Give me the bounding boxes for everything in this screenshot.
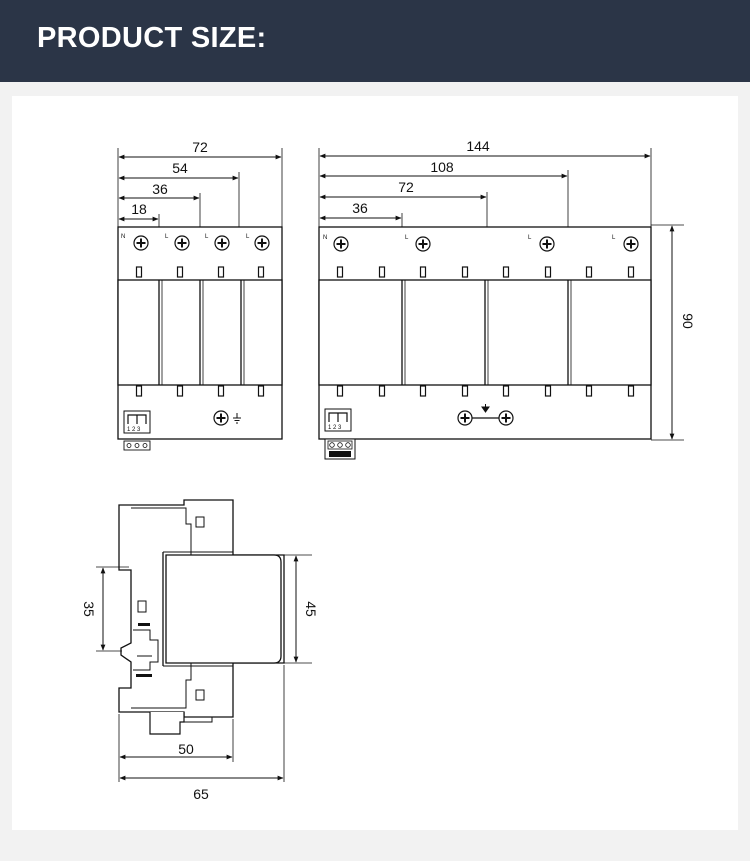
- terminal-screw-icon: [174, 235, 190, 251]
- pole-label: L: [405, 235, 409, 241]
- terminal-screw-icon: [214, 235, 230, 251]
- bottom-connector: [149, 712, 185, 735]
- plug-module: [165, 554, 282, 664]
- pole-label: N: [121, 234, 125, 240]
- terminal-screw-icon: [254, 235, 270, 251]
- ground-screw-icon: [213, 410, 229, 426]
- dim-36: 36: [352, 200, 368, 216]
- pole-label: L: [165, 234, 169, 240]
- pole-label: L: [528, 235, 532, 241]
- dim-72: 72: [192, 139, 208, 155]
- page-title: PRODUCT SIZE:: [37, 22, 267, 54]
- front-view-narrow: 72 54 36 18 N L L L 1 2 3: [117, 139, 283, 451]
- ground-icon: [233, 413, 241, 424]
- pole-label: L: [205, 234, 209, 240]
- terminal-screw-icon: [133, 235, 149, 251]
- ground-icon: [481, 404, 490, 413]
- pole-label: L: [612, 235, 616, 241]
- dim-108: 108: [430, 159, 454, 175]
- svg-text:1 2 3: 1 2 3: [127, 427, 141, 433]
- pole-label: L: [246, 234, 250, 240]
- dim-50: 50: [178, 741, 194, 757]
- dim-18: 18: [131, 201, 147, 217]
- ground-screw-icon: [457, 410, 473, 426]
- page-header: PRODUCT SIZE:: [0, 0, 750, 82]
- svg-text:1 2 3: 1 2 3: [328, 425, 342, 431]
- side-view: 35 45 50 65: [81, 499, 319, 802]
- terminal-screw-icon: [333, 236, 349, 252]
- remote-plug: [123, 440, 151, 451]
- terminal-screw-icon: [623, 236, 639, 252]
- dim-36: 36: [152, 181, 168, 197]
- ground-screw-icon: [498, 410, 514, 426]
- pole-label: N: [323, 235, 327, 241]
- dim-144: 144: [466, 138, 490, 154]
- dim-45: 45: [303, 601, 319, 617]
- dim-54: 54: [172, 160, 188, 176]
- terminal-screw-icon: [415, 236, 431, 252]
- dim-65: 65: [193, 786, 209, 802]
- dim-90: 90: [680, 313, 696, 329]
- front-view-wide: 144 108 72 36 90 N L L L 1 2 3: [318, 138, 696, 460]
- terminal-screw-icon: [539, 236, 555, 252]
- dim-72: 72: [398, 179, 414, 195]
- dim-35: 35: [81, 601, 97, 617]
